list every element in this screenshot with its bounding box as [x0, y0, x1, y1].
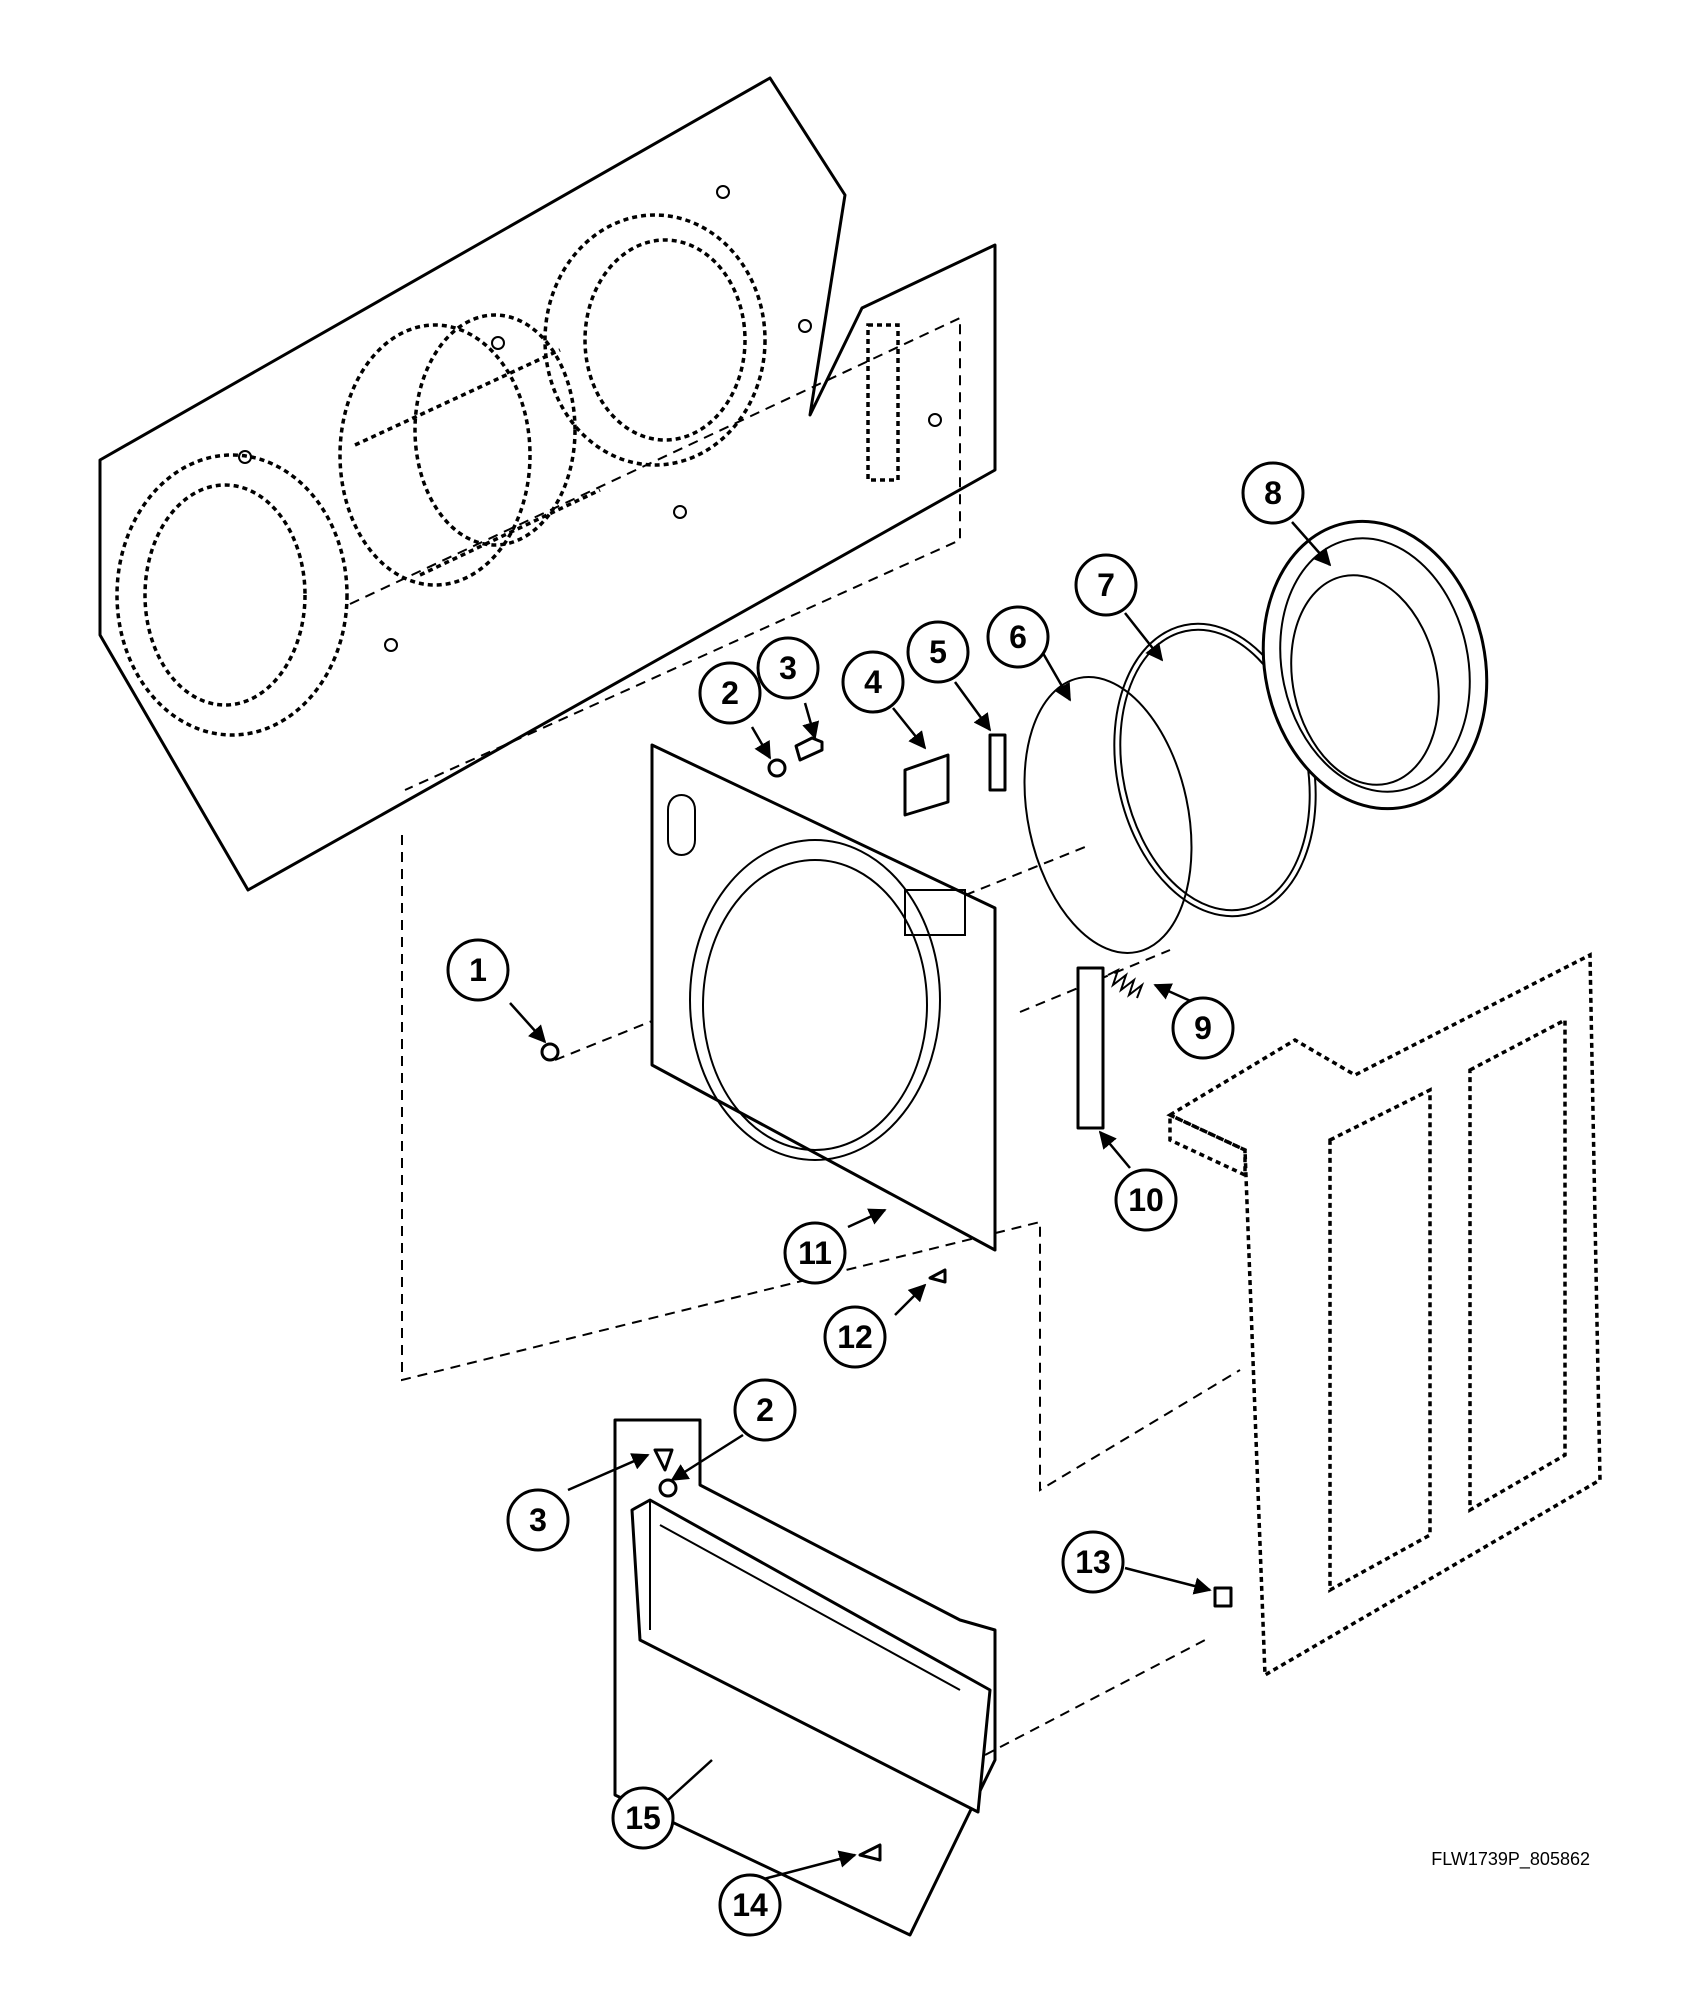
- svg-text:5: 5: [929, 634, 947, 670]
- wire-ring-part-6: [1023, 676, 1193, 954]
- svg-text:2: 2: [721, 675, 739, 711]
- spacer-part-2: [767, 758, 787, 778]
- svg-text:1: 1: [469, 952, 487, 988]
- callout-3: 3: [756, 636, 820, 700]
- diagram-code: FLW1739P_805862: [1431, 1849, 1590, 1870]
- svg-text:8: 8: [1264, 475, 1282, 511]
- screw-part-14: [858, 1843, 882, 1862]
- callout-5: 5: [906, 620, 970, 684]
- svg-text:12: 12: [837, 1319, 873, 1355]
- svg-text:2: 2: [756, 1392, 774, 1428]
- callout-4: 4: [841, 650, 905, 714]
- hinge-bracket-part-10: [1076, 966, 1105, 1130]
- callout-8: 8: [1241, 461, 1305, 525]
- callout-1: 1: [446, 938, 510, 1002]
- callout-6: 6: [986, 605, 1050, 669]
- svg-text:4: 4: [864, 664, 882, 700]
- kick-panel-inset-border: [613, 1418, 997, 1937]
- svg-text:11: 11: [798, 1235, 832, 1271]
- spacer-part-2-lower: [658, 1478, 678, 1498]
- front-panel-part-11: [650, 743, 997, 1252]
- svg-text:3: 3: [529, 1502, 547, 1538]
- screw-part-1: [540, 1042, 560, 1062]
- svg-text:3: 3: [779, 650, 797, 686]
- strike-part-5: [988, 733, 1007, 792]
- latch-part-4: [903, 753, 950, 817]
- svg-text:10: 10: [1128, 1182, 1164, 1218]
- callout-15: 15: [611, 1786, 675, 1850]
- svg-text:6: 6: [1009, 619, 1027, 655]
- callout-12: 12: [823, 1305, 887, 1369]
- spring-part-9: [1107, 968, 1145, 999]
- svg-text:9: 9: [1194, 1010, 1212, 1046]
- kick-panel-part-15: [630, 1498, 992, 1814]
- callout-14: 14: [718, 1873, 782, 1937]
- svg-text:13: 13: [1075, 1544, 1111, 1580]
- callout-7: 7: [1074, 553, 1138, 617]
- svg-text:14: 14: [732, 1887, 768, 1923]
- callout-9: 9: [1171, 996, 1235, 1060]
- svg-text:15: 15: [625, 1800, 661, 1836]
- callout-2: 2: [698, 661, 762, 725]
- callout-3-lower: 3: [506, 1488, 570, 1552]
- door-boot-part-8: [1261, 519, 1489, 811]
- clip-part-13: [1213, 1586, 1233, 1608]
- screw-part-3-lower: [653, 1448, 674, 1472]
- inset-alternate-view: [98, 76, 997, 892]
- callout-11: 11: [783, 1221, 847, 1285]
- svg-text:7: 7: [1097, 567, 1115, 603]
- screw-part-12: [928, 1268, 947, 1284]
- callout-13: 13: [1061, 1530, 1125, 1594]
- callout-10: 10: [1114, 1168, 1178, 1232]
- cabinet: [1166, 952, 1602, 1678]
- callout-2-lower: 2: [733, 1378, 797, 1442]
- callout-leaders: [509, 521, 1332, 1882]
- screw-part-3: [794, 736, 824, 762]
